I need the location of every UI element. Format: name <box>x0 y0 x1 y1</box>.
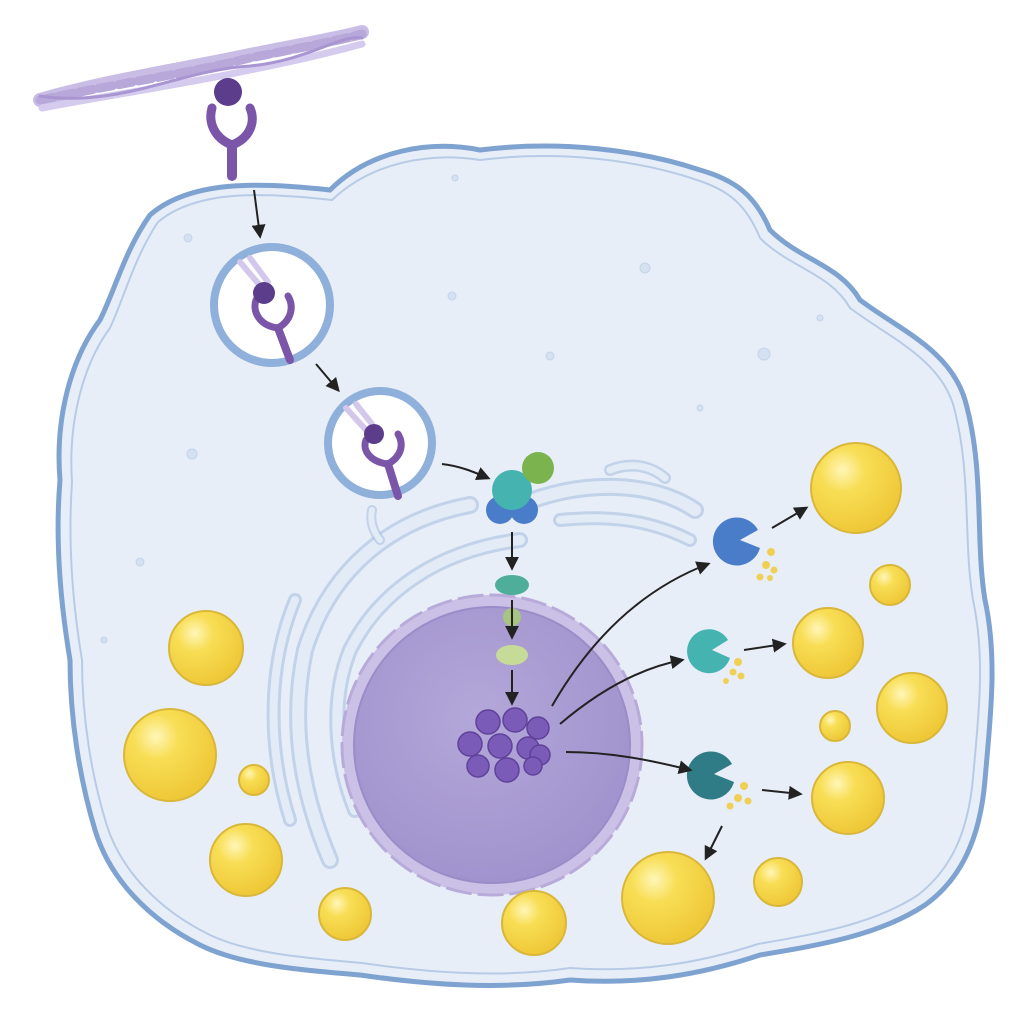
lipid-droplet-icon <box>811 761 885 835</box>
ligand-icon <box>214 78 242 106</box>
pathway-arrows <box>251 189 809 861</box>
lipid-droplet-icon <box>168 610 244 686</box>
lipid-droplet-icon <box>501 890 567 956</box>
lipid-droplet-icon <box>753 857 803 907</box>
lipid-droplet-icon <box>819 710 851 742</box>
lipid-droplet-icon <box>869 564 911 606</box>
receptor-icon <box>206 78 257 181</box>
collagen-fiber-icon <box>33 25 369 112</box>
arrow <box>559 655 685 725</box>
arrow <box>704 825 723 861</box>
arrow <box>315 363 340 393</box>
lipid-droplet-icon <box>810 442 902 534</box>
endocytic-vesicle-icon <box>324 387 436 500</box>
lipid-droplet-icon <box>621 851 715 945</box>
lipid-droplet-icon <box>209 823 283 897</box>
lipid-droplets <box>123 442 948 956</box>
arrow <box>565 751 693 775</box>
lipid-droplet-icon <box>238 764 270 796</box>
pac-man-enzyme-icon <box>687 629 745 684</box>
endocytic-vesicle-icon <box>210 243 334 367</box>
arrow <box>743 638 787 653</box>
signaling-complex-icon <box>486 452 554 524</box>
lipid-droplet-icon <box>876 672 948 744</box>
endoplasmic-reticulum <box>266 459 704 869</box>
cytoplasm-particles <box>100 174 824 644</box>
arrow <box>771 506 809 529</box>
lipid-droplet-icon <box>318 887 372 941</box>
arrow <box>441 463 491 481</box>
chromatin-cluster <box>457 707 551 783</box>
pac-man-enzyme-icon <box>712 517 778 581</box>
messenger-molecule <box>496 645 528 665</box>
pac-man-enzyme-icon <box>686 751 752 810</box>
messenger-molecule <box>495 575 529 595</box>
lipid-droplet-icon <box>123 708 217 802</box>
arrow <box>551 561 711 707</box>
arrow <box>761 785 803 800</box>
arrow <box>251 189 266 239</box>
lipid-droplet-icon <box>792 607 864 679</box>
cell-membrane-inner-line <box>69 155 982 975</box>
